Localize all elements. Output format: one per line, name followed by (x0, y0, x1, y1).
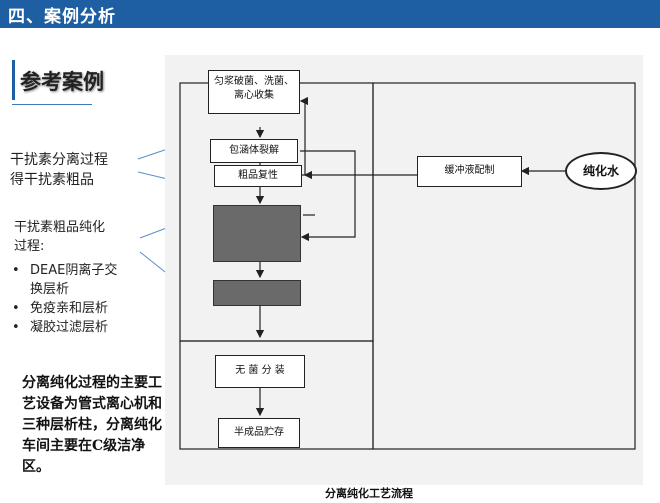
diagram-caption: 分离纯化工艺流程 (325, 487, 413, 500)
process-diagram: 匀浆破菌、洗菌、 离心收集 包涵体裂解 粗品复性 无 菌 分 装 半成品贮存 缓… (165, 55, 643, 485)
chromatography-block-2 (213, 280, 301, 306)
sterile-filling-label: 无 菌 分 装 (235, 365, 285, 376)
chromatography-block-1 (213, 205, 301, 262)
buffer-prep-box: 缓冲液配制 (417, 156, 522, 187)
storage-box: 半成品贮存 (218, 418, 300, 448)
header-title: 四、案例分析 (8, 7, 116, 27)
zone-outline-right (372, 82, 636, 450)
purification-line-1: 干扰素粗品纯化 (14, 220, 106, 235)
homogenize-box: 匀浆破菌、洗菌、 离心收集 (208, 70, 300, 114)
separation-line-1: 干扰素分离过程 (10, 152, 108, 168)
pure-water-box: 纯化水 (565, 152, 637, 190)
purification-annotation: 干扰素粗品纯化 过程: (14, 218, 105, 256)
diagram-lines (179, 82, 636, 450)
homogenize-line-2: 离心收集 (234, 90, 274, 101)
separation-annotation: 干扰素分离过程 得干扰素粗品 (10, 150, 108, 190)
method-item: DEAE阴离子交 换层析 (10, 261, 117, 299)
reference-title: 参考案例 (20, 70, 104, 94)
method-item: 凝胶过滤层析 (10, 318, 117, 337)
sterile-filling-box: 无 菌 分 装 (215, 355, 305, 388)
method-deae-line-2: 换层析 (30, 282, 70, 297)
zone-outline-bottom (179, 340, 374, 450)
inclusion-body-box: 包涵体裂解 (210, 139, 298, 163)
summary-text: 分离纯化过程的主要工艺设备为管式离心机和三种层析柱，分离纯化车间主要在C级洁净区… (22, 375, 162, 475)
purification-line-2: 过程: (14, 239, 45, 254)
buffer-prep-label: 缓冲液配制 (444, 165, 495, 176)
inclusion-body-label: 包涵体裂解 (229, 145, 279, 156)
reference-underline (12, 104, 92, 105)
pure-water-label: 纯化水 (582, 164, 619, 178)
method-deae-line-1: DEAE阴离子交 (30, 263, 118, 278)
renature-label: 粗品复性 (238, 170, 278, 181)
storage-label: 半成品贮存 (234, 427, 284, 438)
header-bar: 四、案例分析 (0, 0, 660, 28)
renature-box: 粗品复性 (214, 165, 302, 187)
method-item: 免疫亲和层析 (10, 299, 117, 318)
homogenize-line-1: 匀浆破菌、洗菌、 (214, 76, 294, 87)
method-list: DEAE阴离子交 换层析 免疫亲和层析 凝胶过滤层析 (10, 261, 117, 337)
reference-accent-bar (12, 60, 15, 100)
method-affinity: 免疫亲和层析 (30, 301, 109, 316)
separation-line-2: 得干扰素粗品 (10, 172, 94, 188)
method-gel: 凝胶过滤层析 (30, 320, 109, 335)
